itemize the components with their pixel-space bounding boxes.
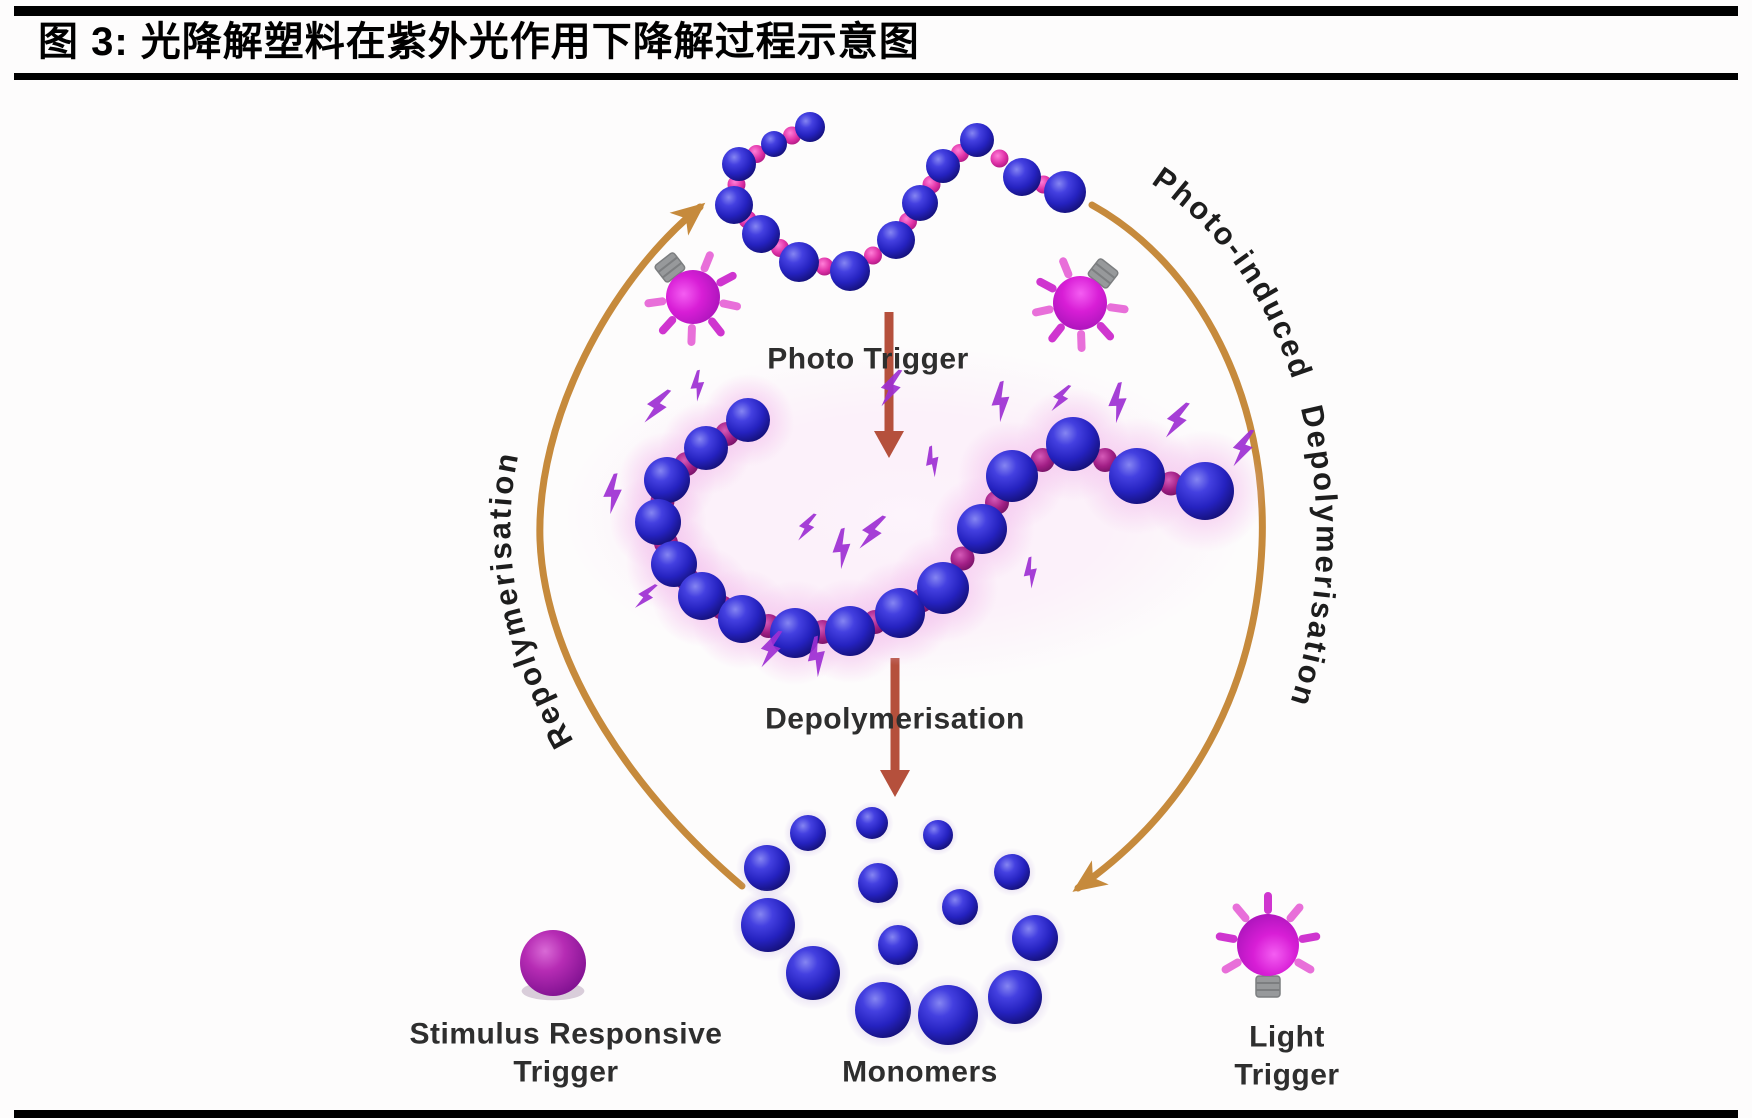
monomer-unit-sphere	[644, 457, 690, 503]
monomer-sphere	[744, 845, 790, 891]
monomer-unit-sphere	[1046, 417, 1100, 471]
lightning-bolt-icon	[991, 380, 1010, 423]
monomer-unit-sphere	[957, 504, 1007, 554]
lightning-bolt-icon	[603, 473, 622, 515]
lightning-bolt-icon	[1108, 382, 1127, 424]
lightning-bolt-icon	[690, 369, 705, 402]
monomer-unit-sphere	[917, 562, 969, 614]
lightning-bolt-icon	[1023, 556, 1037, 589]
monomer-unit-sphere	[722, 147, 756, 181]
monomer-unit-sphere	[926, 149, 960, 183]
monomer-unit-sphere	[1109, 448, 1165, 504]
monomer-sphere	[878, 925, 918, 965]
light-bulb-icon	[644, 251, 742, 346]
stimulus-responsive-trigger-label: Stimulus Responsive Trigger	[410, 1016, 723, 1091]
monomers-label: Monomers	[842, 1055, 998, 1089]
monomer-unit-sphere	[1176, 462, 1234, 520]
intact-polymer-chain	[715, 112, 1086, 291]
monomer-unit-sphere	[779, 242, 819, 282]
monomer-sphere	[918, 985, 978, 1045]
lightning-bolt-icon	[760, 630, 783, 668]
photo-trigger-arrow	[874, 312, 904, 458]
light-bulb-icon	[1031, 257, 1129, 352]
monomer-unit-sphere	[678, 572, 726, 620]
monomer-unit-sphere	[742, 215, 780, 253]
monomer-sphere	[942, 889, 978, 925]
monomer-unit-sphere	[877, 221, 915, 259]
monomer-unit-sphere	[825, 606, 875, 656]
chain-connector	[990, 149, 1009, 168]
chain-connector	[864, 246, 882, 265]
monomer-unit-sphere	[651, 541, 697, 587]
monomer-unit-sphere	[1044, 171, 1086, 213]
monomer-unit-sphere	[635, 499, 681, 545]
uv-lightning-bolts	[603, 369, 1255, 678]
stimulus-label-line1: Stimulus Responsive	[409, 1017, 723, 1051]
lightning-bolt-icon	[798, 513, 817, 541]
monomer-unit-sphere	[795, 112, 825, 142]
top-rule	[14, 6, 1738, 16]
monomer-unit-sphere	[684, 426, 728, 470]
monomer-unit-sphere	[718, 595, 766, 643]
monomer-unit-sphere	[986, 450, 1038, 502]
lightning-bolt-icon	[880, 369, 903, 407]
monomer-unit-sphere	[960, 123, 994, 157]
monomer-unit-sphere	[902, 185, 938, 221]
stimulus-label-line2: Trigger	[513, 1055, 619, 1088]
monomer-unit-sphere	[761, 131, 787, 157]
figure-title: 图 3: 光降解塑料在紫外光作用下降解过程示意图	[38, 20, 920, 64]
monomer-unit-sphere	[830, 251, 870, 291]
depolymerisation-label: Depolymerisation	[765, 702, 1025, 736]
light-bulb-icon	[1215, 892, 1321, 998]
lightning-bolt-icon	[1051, 384, 1072, 412]
lightning-bolt-icon	[926, 445, 939, 478]
monomer-sphere	[923, 820, 953, 850]
monomer-unit-sphere	[715, 186, 753, 224]
monomer-unit-sphere	[726, 398, 770, 442]
monomer-sphere	[856, 807, 888, 839]
lightning-bolt-icon	[644, 389, 672, 423]
depolymerisation-arrow	[880, 658, 910, 797]
lightning-bolt-icon	[1165, 402, 1190, 438]
monomer-sphere	[988, 970, 1042, 1024]
lightning-bolt-icon	[635, 584, 658, 608]
monomer-sphere	[855, 982, 911, 1038]
free-monomers-cluster	[731, 801, 1067, 1056]
bottom-rule	[14, 1110, 1738, 1118]
monomer-sphere	[786, 946, 840, 1000]
photo-trigger-label: Photo Trigger	[767, 342, 969, 376]
monomer-unit-sphere	[770, 608, 820, 658]
lightning-bolt-icon	[1232, 429, 1255, 467]
lightning-bolt-icon	[859, 515, 887, 549]
lightning-bolt-icon	[832, 527, 851, 570]
monomer-sphere	[858, 863, 898, 903]
chain-connector	[950, 546, 975, 571]
chain-connector	[815, 257, 834, 276]
title-divider-rule	[14, 73, 1738, 80]
cycle-arrows	[536, 201, 1266, 892]
repolymerisation-arc-arrow	[536, 202, 746, 890]
light-trigger-label: Light Trigger	[1234, 1019, 1339, 1094]
monomer-sphere	[994, 854, 1030, 890]
light-label-line1: Light	[1249, 1020, 1325, 1054]
monomer-sphere	[1012, 915, 1058, 961]
monomer-unit-sphere	[875, 588, 925, 638]
monomer-unit-sphere	[1003, 158, 1041, 196]
lightning-bolt-icon	[807, 635, 825, 678]
photo-depolymerisation-arc-arrow	[1072, 201, 1266, 892]
stimulus-trigger-sphere	[520, 930, 586, 1001]
light-label-line2: Trigger	[1234, 1058, 1340, 1091]
monomer-sphere	[741, 898, 795, 952]
monomer-sphere	[790, 815, 826, 851]
